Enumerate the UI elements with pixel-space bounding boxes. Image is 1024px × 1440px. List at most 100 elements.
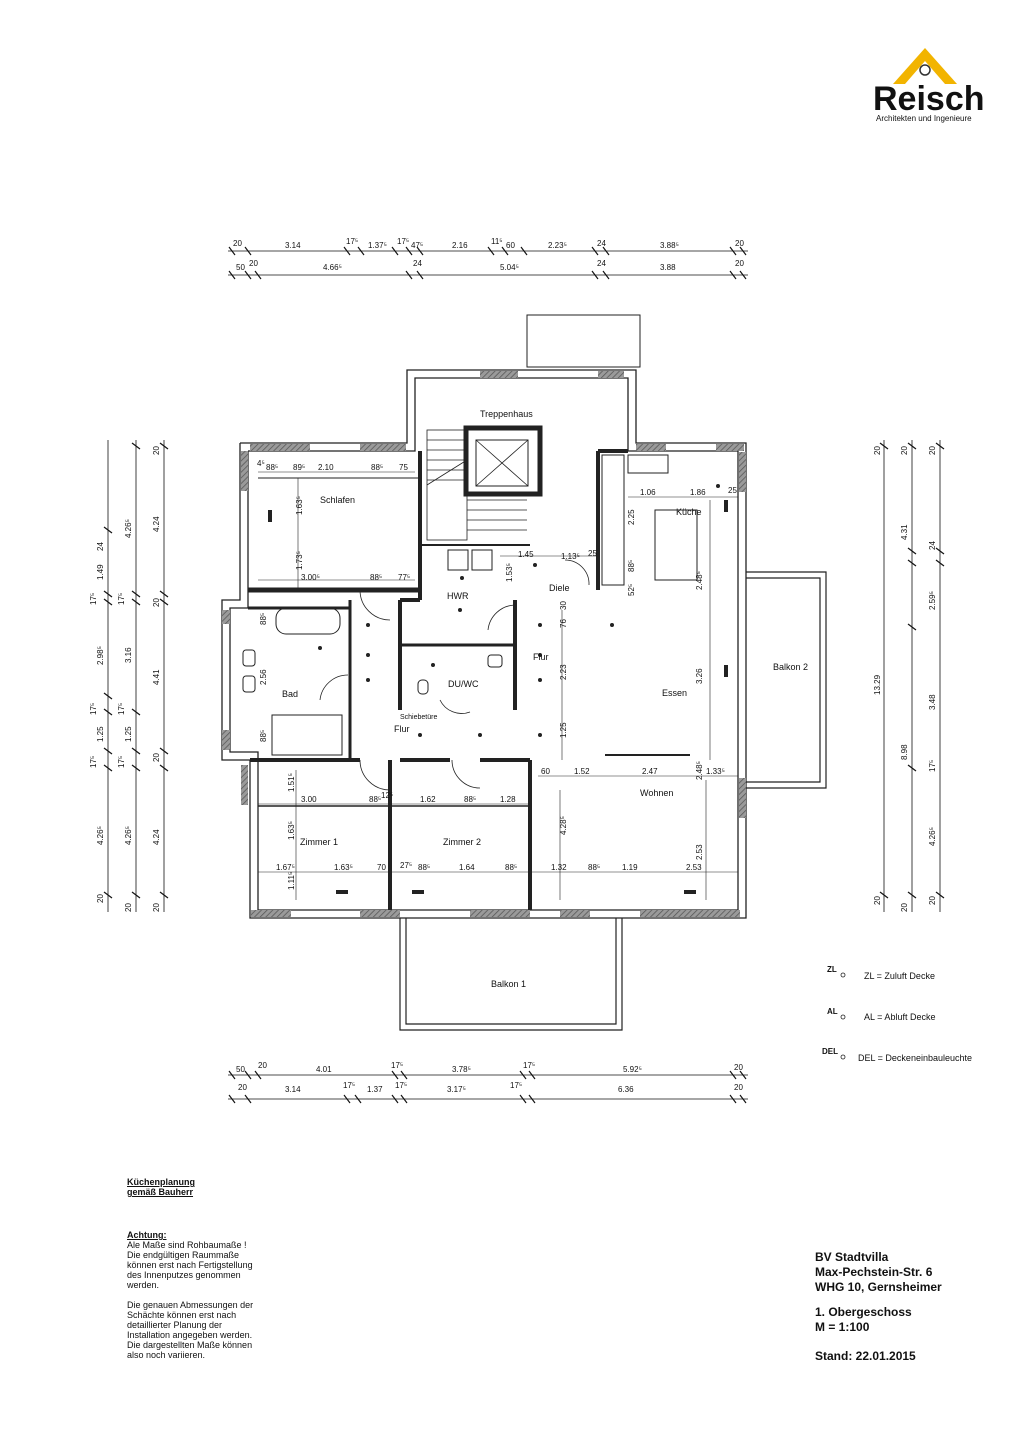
achtung-title: Achtung: — [127, 1230, 167, 1240]
left-dimension-chains — [103, 440, 169, 912]
washing-machine-icon — [447, 549, 469, 571]
supply-vent-icon — [412, 890, 424, 894]
ceiling-light-icon — [366, 678, 370, 682]
balcony-1 — [399, 918, 623, 1031]
dim-label: 1.06 — [640, 488, 656, 497]
dim-label: 20 — [873, 446, 882, 455]
dim-label: 1.28 — [500, 795, 516, 804]
supply-vent-icon — [840, 972, 846, 978]
shower-tray-icon — [271, 714, 343, 756]
ceiling-light-icon — [538, 733, 542, 737]
dim-label: 88⁵ — [369, 795, 381, 804]
dim-label: 24 — [597, 239, 606, 248]
dim-label: 20 — [258, 1061, 267, 1070]
room-label-flur-upper: Flur — [533, 652, 549, 662]
ceiling-light-icon — [366, 653, 370, 657]
dim-label: 88⁵ — [464, 795, 476, 804]
supply-vent-icon — [268, 510, 272, 522]
exhaust-vent-icon — [460, 576, 464, 580]
dim-label: 20 — [249, 259, 258, 268]
room-label-bad: Bad — [282, 689, 298, 699]
dim-label: 75 — [399, 463, 408, 472]
dim-label: 6.36 — [618, 1085, 634, 1094]
dim-label: 60 — [506, 241, 515, 250]
dim-label: 20 — [900, 446, 909, 455]
dim-label: 1.37⁵ — [368, 241, 387, 250]
dim-label: 25 — [588, 549, 597, 558]
legend-item-zl: ZL ZL = Zuluft Decke — [827, 965, 935, 981]
legend: ZL ZL = Zuluft Decke AL AL = Abluft Deck… — [822, 965, 972, 1063]
dim-label: 3.88⁵ — [660, 241, 679, 250]
room-label-diele: Diele — [549, 583, 570, 593]
dim-label: 1.67⁵ — [276, 863, 295, 872]
dim-label: 1.63⁵ — [287, 821, 296, 840]
dim-label: 1.62 — [420, 795, 436, 804]
dim-label: 20 — [152, 903, 161, 912]
dim-label: 1.13⁵ — [561, 552, 580, 561]
building-wall-hatch — [222, 371, 746, 917]
dim-label: 24 — [597, 259, 606, 268]
dim-label: 20 — [152, 753, 161, 762]
dim-label: 2.53 — [686, 863, 702, 872]
dim-label: 1.53⁵ — [505, 563, 514, 582]
bathroom-fixtures — [242, 549, 503, 756]
bottom-dimension-chains — [228, 1070, 748, 1104]
dim-label: 88⁵ — [627, 560, 636, 572]
dim-label: 70 — [377, 863, 386, 872]
ceiling-light-icon — [538, 623, 542, 627]
exhaust-vent-icon — [840, 1014, 846, 1020]
dim-label: 77⁵ — [398, 573, 410, 582]
note-line: also noch variieren. — [127, 1350, 206, 1360]
dim-label: 3.17⁵ — [447, 1085, 466, 1094]
dim-label: 17⁵ — [343, 1081, 355, 1090]
dim-label: 17⁵ — [89, 593, 98, 605]
dim-label: 1.73⁵ — [295, 551, 304, 570]
dim-label: 4.24 — [152, 516, 161, 532]
dim-label: 88⁵ — [370, 573, 382, 582]
dim-label: 1.63⁵ — [295, 496, 304, 515]
dim-label: 20 — [238, 1083, 247, 1092]
dim-label: 4.26⁵ — [928, 827, 937, 846]
sink-icon — [487, 654, 503, 668]
dim-label: 20 — [734, 1063, 743, 1072]
legend-symbol: ZL — [827, 965, 837, 974]
dim-label: 25 — [728, 486, 737, 495]
note-line: Die dargestellten Maße können — [127, 1340, 253, 1350]
project-unit: WHG 10, Gernsheimer — [815, 1280, 942, 1294]
room-label-balkon2: Balkon 2 — [773, 662, 808, 672]
dim-label: 2.48⁵ — [695, 761, 704, 780]
dim-label: 27⁵ — [400, 861, 412, 870]
kuechen-title-1: Küchenplanung — [127, 1177, 195, 1187]
room-label-duwc: DU/WC — [448, 679, 479, 689]
dim-label: 17⁵ — [117, 703, 126, 715]
logo-dot-icon — [919, 64, 931, 76]
dim-label: 17⁵ — [523, 1061, 535, 1070]
room-label-treppenhaus: Treppenhaus — [480, 409, 533, 419]
dim-label: 30 — [559, 601, 568, 610]
dim-label: 1.45 — [518, 550, 534, 559]
dim-label: 2.23 — [559, 664, 568, 680]
legend-symbol: AL — [827, 1007, 838, 1016]
dim-label: 1.32 — [551, 863, 567, 872]
dim-label: 88⁵ — [266, 463, 278, 472]
supply-vent-icon — [724, 665, 728, 677]
dim-label: 20 — [928, 896, 937, 905]
dim-label: 1.52 — [574, 767, 590, 776]
supply-vent-icon — [336, 890, 348, 894]
dim-label: 2.10 — [318, 463, 334, 472]
room-labels: Treppenhaus Schlafen Küche Diele HWR Flu… — [282, 409, 808, 989]
dim-label: 5.92⁵ — [623, 1065, 642, 1074]
dim-label: 3.14 — [285, 241, 301, 250]
dim-label: 3.00 — [301, 795, 317, 804]
interior-dimension-lines — [258, 471, 738, 900]
note-line: des Innenputzes genommen — [127, 1270, 241, 1280]
room-label-zimmer2: Zimmer 2 — [443, 837, 481, 847]
top-dimension-labels: 20 3.14 17⁵ 1.37⁵ 17⁵ 47⁵ 2.16 11⁵ 60 2.… — [233, 237, 744, 272]
scale: M = 1:100 — [815, 1320, 870, 1334]
dim-label: 3.48 — [928, 694, 937, 710]
interior-walls — [248, 449, 628, 910]
legend-text: AL = Abluft Decke — [864, 1012, 935, 1022]
dim-label: 60 — [541, 767, 550, 776]
dim-label: 88⁵ — [259, 613, 268, 625]
room-label-zimmer1: Zimmer 1 — [300, 837, 338, 847]
